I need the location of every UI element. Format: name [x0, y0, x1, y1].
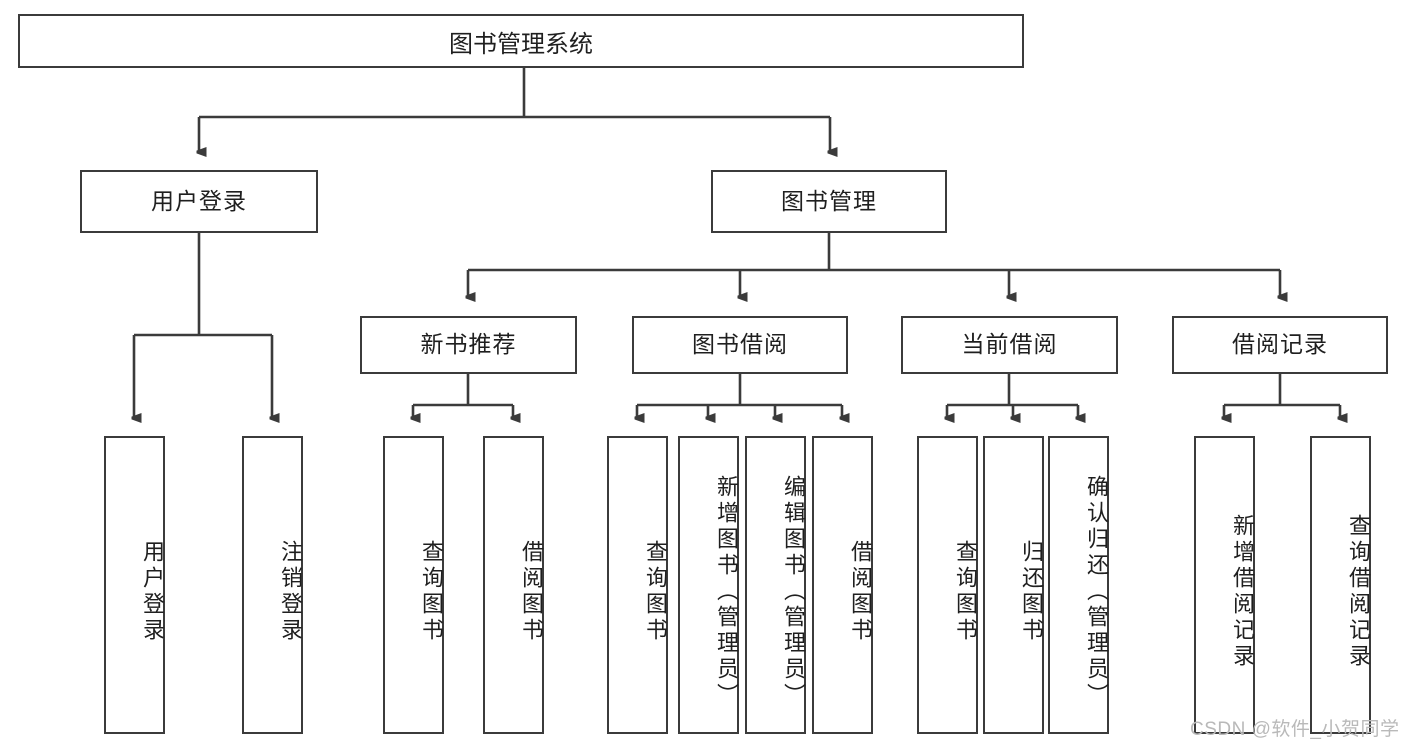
- node-leaf-query-book-3-label: 查询图书: [953, 540, 978, 644]
- node-root-label: 图书管理系统: [449, 30, 593, 58]
- node-root[interactable]: 图书管理系统: [18, 14, 1024, 68]
- node-leaf-logout[interactable]: 注销登录: [242, 436, 303, 734]
- node-leaf-borrow-book-1-label: 借阅图书: [519, 540, 544, 644]
- node-leaf-edit-book-label: 编辑图书（管理员）: [781, 475, 806, 709]
- node-leaf-borrow-book-1[interactable]: 借阅图书: [483, 436, 544, 734]
- node-leaf-query-book-2[interactable]: 查询图书: [607, 436, 668, 734]
- node-leaf-add-record-label: 新增借阅记录: [1230, 514, 1255, 670]
- node-leaf-user-login-label: 用户登录: [140, 540, 165, 644]
- node-book-management[interactable]: 图书管理: [711, 170, 947, 233]
- node-current-borrow[interactable]: 当前借阅: [901, 316, 1118, 374]
- node-new-book-recommend-label: 新书推荐: [420, 331, 517, 358]
- node-borrow-record-label: 借阅记录: [1232, 331, 1328, 358]
- node-leaf-borrow-book-2[interactable]: 借阅图书: [812, 436, 873, 734]
- node-new-book-recommend[interactable]: 新书推荐: [360, 316, 577, 374]
- node-leaf-query-record-label: 查询借阅记录: [1346, 514, 1371, 670]
- node-borrow-record[interactable]: 借阅记录: [1172, 316, 1388, 374]
- node-book-borrow-label: 图书借阅: [692, 331, 788, 358]
- node-leaf-borrow-book-2-label: 借阅图书: [848, 540, 873, 644]
- node-leaf-query-record[interactable]: 查询借阅记录: [1310, 436, 1371, 734]
- node-leaf-query-book-1[interactable]: 查询图书: [383, 436, 444, 734]
- node-leaf-return-book-label: 归还图书: [1019, 540, 1044, 644]
- node-book-borrow[interactable]: 图书借阅: [632, 316, 848, 374]
- node-user-login[interactable]: 用户登录: [80, 170, 318, 233]
- node-leaf-confirm-return[interactable]: 确认归还（管理员）: [1048, 436, 1109, 734]
- node-leaf-return-book[interactable]: 归还图书: [983, 436, 1044, 734]
- node-leaf-add-book[interactable]: 新增图书（管理员）: [678, 436, 739, 734]
- node-current-borrow-label: 当前借阅: [961, 331, 1058, 358]
- node-leaf-add-record[interactable]: 新增借阅记录: [1194, 436, 1255, 734]
- node-book-management-label: 图书管理: [781, 187, 877, 214]
- node-user-login-label: 用户登录: [151, 187, 247, 214]
- node-leaf-add-book-label: 新增图书（管理员）: [714, 475, 739, 709]
- node-leaf-user-login[interactable]: 用户登录: [104, 436, 165, 734]
- node-leaf-confirm-return-label: 确认归还（管理员）: [1084, 475, 1109, 709]
- csdn-watermark: CSDN @软件_小贺同学: [1190, 719, 1400, 740]
- node-leaf-logout-label: 注销登录: [278, 540, 303, 644]
- node-leaf-query-book-2-label: 查询图书: [643, 540, 668, 644]
- node-leaf-query-book-3[interactable]: 查询图书: [917, 436, 978, 734]
- node-leaf-edit-book[interactable]: 编辑图书（管理员）: [745, 436, 806, 734]
- node-leaf-query-book-1-label: 查询图书: [419, 540, 444, 644]
